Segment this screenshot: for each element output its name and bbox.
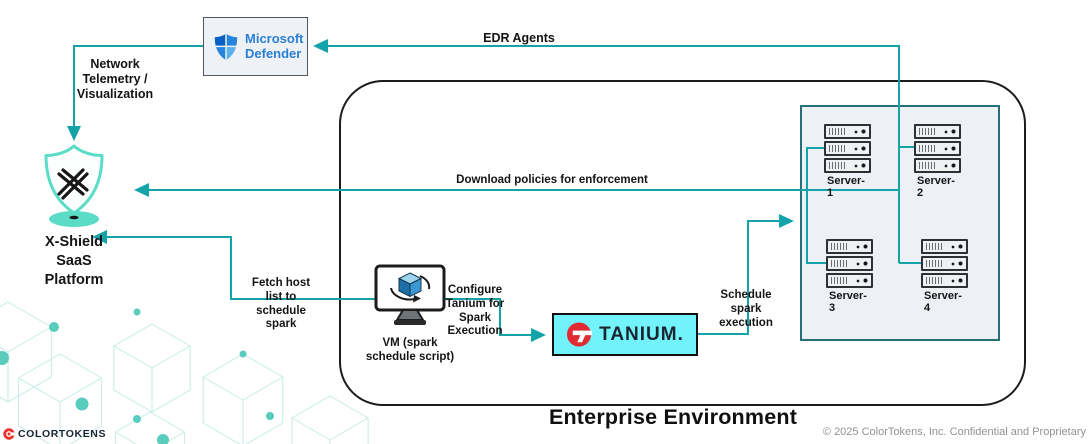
microsoft-defender-node: Microsoft Defender <box>203 17 308 76</box>
server-rack-icon <box>921 256 968 271</box>
pattern-dots <box>0 308 274 444</box>
defender-label: Microsoft Defender <box>245 31 304 61</box>
server-stack-1 <box>824 124 871 173</box>
xshield-shield-icon <box>44 144 104 227</box>
server-stack-3 <box>826 239 873 288</box>
server-rack-icon <box>824 158 871 173</box>
edge-configure-tanium-line <box>444 298 546 342</box>
edge-network-telemetry-line <box>67 45 203 141</box>
server-rack-icon <box>824 124 871 139</box>
enterprise-environment-title: Enterprise Environment <box>548 405 798 429</box>
fetch-host-label: Fetch host list to schedule spark <box>251 277 311 331</box>
vm-label: VM (spark schedule script) <box>365 337 455 363</box>
edr-agents-label: EDR Agents <box>483 31 555 45</box>
server-rack-icon <box>826 256 873 271</box>
colortokens-logo: COLORTOKENS <box>3 428 106 440</box>
server-rack-icon <box>914 158 961 173</box>
server-rack-icon <box>826 273 873 288</box>
edge-edr-agents-line <box>313 39 900 263</box>
download-policies-label: Download policies for enforcement <box>456 174 648 186</box>
network-telemetry-label: Network Telemetry / Visualization <box>76 57 154 101</box>
configure-tanium-label: Configure Tanium for Spark Execution <box>445 284 505 338</box>
server-1-3-connector <box>806 147 826 264</box>
server-rack-icon <box>921 239 968 254</box>
server-3-label: Server- 3 <box>829 290 867 315</box>
server-rack-icon <box>914 141 961 156</box>
xshield-platform-node <box>38 142 110 230</box>
server-rack-icon <box>921 273 968 288</box>
copyright-text: © 2025 ColorTokens, Inc. Confidential an… <box>822 426 1086 438</box>
colortokens-logo-icon <box>3 428 15 440</box>
server-4-label: Server- 4 <box>924 290 962 315</box>
vm-monitor-icon <box>374 264 446 325</box>
defender-shield-icon <box>214 33 238 60</box>
schedule-spark-label: Schedule spark execution <box>719 289 773 329</box>
server-stack-4 <box>921 239 968 288</box>
vm-node <box>374 264 446 328</box>
xshield-label: X-Shield SaaS Platform <box>44 234 104 288</box>
server-rack-icon <box>914 124 961 139</box>
server-rack-icon <box>824 141 871 156</box>
tanium-brand-text: TANIUM. <box>599 323 684 345</box>
tanium-node: TANIUM. <box>552 313 698 356</box>
server-stack-2 <box>914 124 961 173</box>
tanium-logo-icon <box>567 322 593 347</box>
edge-schedule-spark-line <box>698 214 794 335</box>
server-rack-icon <box>826 239 873 254</box>
colortokens-logo-text: COLORTOKENS <box>18 428 107 440</box>
edge-fetch-host-line <box>92 230 376 300</box>
xshield-x-glyph <box>57 168 89 200</box>
server-1-label: Server- 1 <box>827 175 865 200</box>
server-2-label: Server- 2 <box>917 175 955 200</box>
